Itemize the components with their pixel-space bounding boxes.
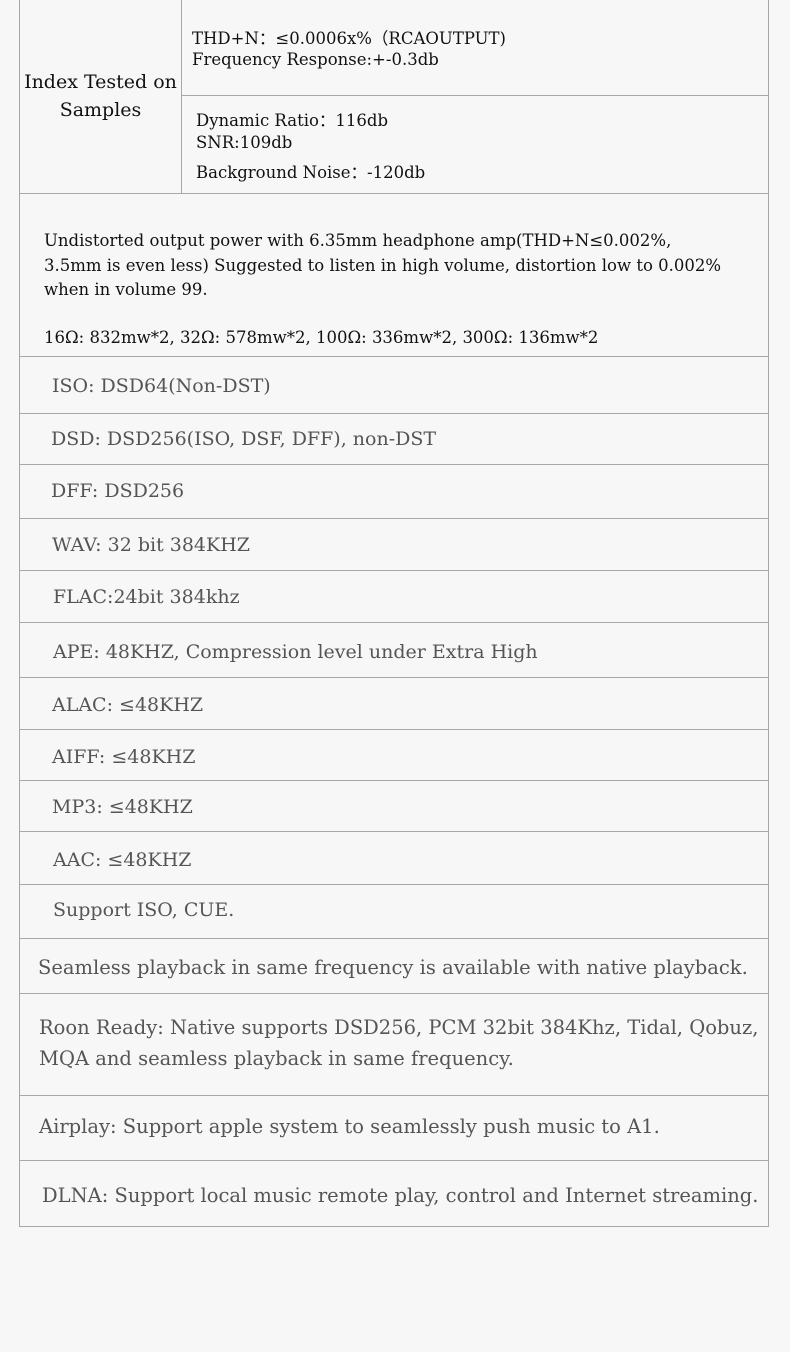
index-label: Index Tested on Samples [24,71,177,121]
feature-roon: Roon Ready: Native supports DSD256, PCM … [39,1016,759,1070]
row-divider [19,729,769,730]
format-alac: ALAC: ≤48KHZ [52,694,204,716]
power-values: 16Ω: 832mw*2, 32Ω: 578mw*2, 100Ω: 336mw*… [44,328,599,347]
row-divider [19,884,769,885]
row-divider [19,1160,769,1161]
thd-spec: THD+N：≤0.0006x%（RCAOUTPUT) [192,29,506,48]
row-divider [19,518,769,519]
format-aiff: AIFF: ≤48KHZ [52,746,196,768]
feature-dlna: DLNA: Support local music remote play, c… [42,1184,759,1207]
feature-seamless: Seamless playback in same frequency is a… [38,956,748,979]
row-divider [19,570,769,571]
format-iso: ISO: DSD64(Non-DST) [52,375,271,397]
row-divider [19,780,769,781]
row-divider [19,622,769,623]
format-dff: DFF: DSD256 [51,480,185,502]
row-divider [19,464,769,465]
row-divider [19,677,769,678]
power-description: Undistorted output power with 6.35mm hea… [44,231,722,299]
row-divider [19,193,769,194]
cell-divider [181,95,769,96]
row-divider [19,831,769,832]
format-ape: APE: 48KHZ, Compression level under Extr… [53,641,538,663]
background-noise-spec: Background Noise：-120db [196,163,426,182]
spec-table [19,0,769,1227]
row-divider [19,356,769,357]
format-dsd: DSD: DSD256(ISO, DSF, DFF), non-DST [51,428,437,450]
format-aac: AAC: ≤48KHZ [53,849,192,871]
format-mp3: MP3: ≤48KHZ [52,796,193,818]
dynamic-ratio-spec: Dynamic Ratio：116db [196,111,389,130]
format-support: Support ISO, CUE. [53,899,235,921]
row-divider [19,413,769,414]
column-divider [181,0,182,193]
format-wav: WAV: 32 bit 384KHZ [52,534,250,556]
snr-spec: SNR:109db [196,133,293,152]
frequency-response-spec: Frequency Response:+-0.3db [192,50,439,69]
row-divider [19,993,769,994]
row-divider [19,938,769,939]
format-flac: FLAC:24bit 384khz [53,586,240,608]
row-divider [19,1095,769,1096]
feature-airplay: Airplay: Support apple system to seamles… [39,1115,660,1138]
